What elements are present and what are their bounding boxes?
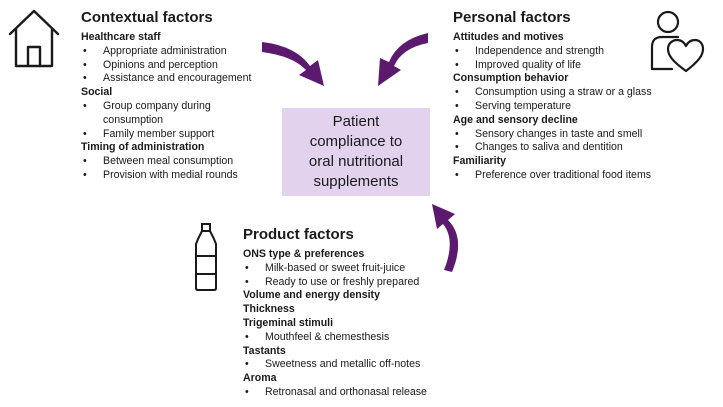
list-item: •Consumption using a straw or a glass bbox=[455, 86, 652, 99]
group-heading: Timing of administration bbox=[81, 141, 205, 154]
list-item: •Family member support bbox=[83, 127, 215, 140]
personal-factors-list: Attitudes and motives •Independence and … bbox=[453, 31, 652, 183]
group-heading: Thickness bbox=[243, 303, 295, 316]
personal-factors-title: Personal factors bbox=[453, 9, 571, 26]
center-line: supplements bbox=[313, 173, 399, 190]
list-item: •Provision with medial rounds bbox=[83, 168, 238, 181]
list-item: •Independence and strength bbox=[455, 44, 604, 57]
list-item: •Sensory changes in taste and smell bbox=[455, 127, 643, 140]
list-item: •Retronasal and orthonasal release bbox=[245, 385, 427, 398]
list-item: •Serving temperature bbox=[455, 99, 571, 112]
group-heading: Attitudes and motives bbox=[453, 31, 564, 43]
group-heading: ONS type & preferences bbox=[243, 248, 365, 260]
center-line: compliance to bbox=[309, 133, 403, 150]
list-item: •Appropriate administration bbox=[83, 44, 227, 57]
list-item: •Improved quality of life bbox=[455, 58, 581, 71]
group-heading: Healthcare staff bbox=[81, 31, 161, 43]
list-item: •Changes to saliva and dentition bbox=[455, 141, 623, 154]
list-item: •Sweetness and metallic off-notes bbox=[245, 358, 421, 371]
person-heart-icon bbox=[650, 10, 705, 73]
group-heading: Aroma bbox=[243, 372, 277, 385]
list-item: •Group company during bbox=[83, 99, 211, 112]
group-heading: Familiarity bbox=[453, 155, 506, 168]
contextual-factors-list: Healthcare staff •Appropriate administra… bbox=[81, 31, 251, 183]
contextual-factors-title: Contextual factors bbox=[81, 9, 213, 26]
group-heading: Social bbox=[81, 86, 113, 99]
list-item-continuation: consumption bbox=[103, 113, 164, 126]
center-line: oral nutritional bbox=[308, 153, 404, 170]
list-item: •Milk-based or sweet fruit-juice bbox=[245, 261, 406, 274]
bottle-icon bbox=[195, 223, 217, 291]
group-heading: Volume and energy density bbox=[243, 289, 380, 302]
group-heading: Age and sensory decline bbox=[453, 113, 578, 126]
product-factors-list: ONS type & preferences •Milk-based or sw… bbox=[243, 248, 427, 400]
list-item: •Opinions and perception bbox=[83, 58, 218, 71]
list-item: •Mouthfeel & chemesthesis bbox=[245, 330, 390, 343]
group-heading: Tastants bbox=[243, 344, 286, 357]
list-item: •Ready to use or freshly prepared bbox=[245, 275, 420, 288]
list-item: •Preference over traditional food items bbox=[455, 168, 652, 181]
list-item: •Assistance and encouragement bbox=[83, 72, 252, 85]
center-concept-box: Patient compliance to oral nutritional s… bbox=[282, 108, 430, 196]
list-item: •Between meal consumption bbox=[83, 155, 234, 168]
product-factors-title: Product factors bbox=[243, 226, 354, 243]
house-icon bbox=[8, 9, 60, 68]
group-heading: Trigeminal stimuli bbox=[243, 316, 334, 329]
center-line: Patient bbox=[332, 113, 380, 130]
center-concept-text: Patient compliance to oral nutritional s… bbox=[309, 112, 403, 192]
group-heading: Consumption behavior bbox=[453, 72, 569, 85]
